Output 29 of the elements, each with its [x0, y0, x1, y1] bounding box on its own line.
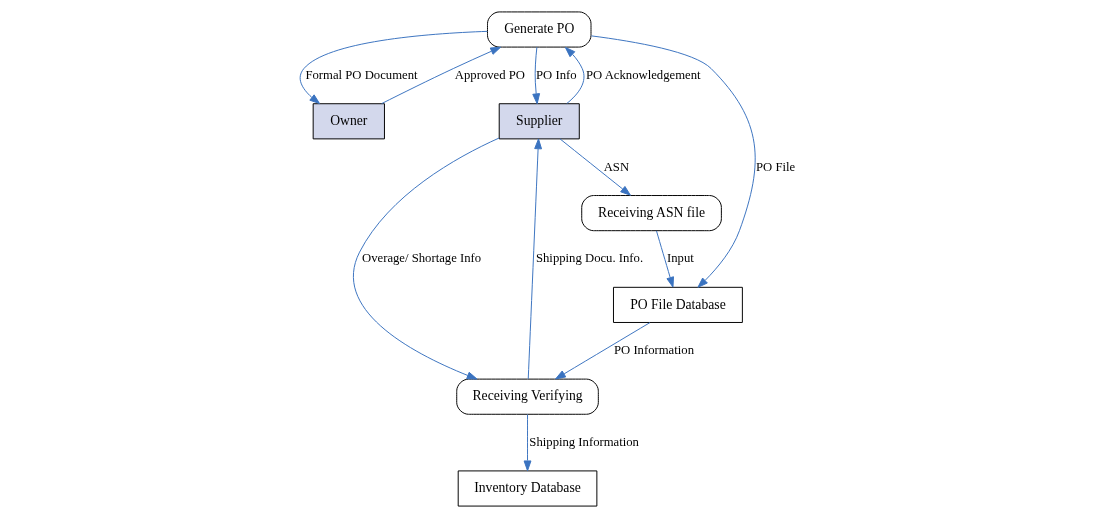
arrow [559, 138, 631, 196]
edge-label: PO Information [613, 343, 694, 358]
node-box: Inventory Database [457, 470, 597, 507]
arrow [590, 35, 756, 288]
edge-label: ASN [603, 159, 629, 174]
edge-label: Formal PO Document [304, 67, 418, 82]
arrow [564, 46, 584, 105]
edge-label: Input [666, 251, 694, 266]
arrow [523, 414, 531, 472]
arrow [527, 138, 542, 380]
edge-label: PO Info [535, 67, 577, 82]
node-box: Receiving ASN file [580, 195, 722, 232]
arrow [554, 322, 650, 380]
node-box: Generate PO [486, 11, 591, 48]
node-box: Receiving Verifying [455, 378, 599, 415]
node-box: PO File Database [612, 286, 743, 323]
edge-label: PO Acknowledgement [585, 67, 701, 82]
arrow [352, 137, 499, 380]
arrow [655, 230, 674, 288]
node-box: Owner [312, 103, 385, 140]
node-box: Supplier [498, 103, 580, 140]
arrow [531, 46, 540, 105]
edge-label: Overage/ Shortage Info [361, 251, 481, 266]
edge-label: Shipping Docu. Info. [535, 251, 643, 266]
arrow [380, 46, 501, 105]
edge-label: Shipping Information [528, 434, 639, 449]
arrow [299, 30, 488, 105]
edge-label: Approved PO [454, 67, 525, 82]
edge-label: PO File [755, 159, 795, 174]
